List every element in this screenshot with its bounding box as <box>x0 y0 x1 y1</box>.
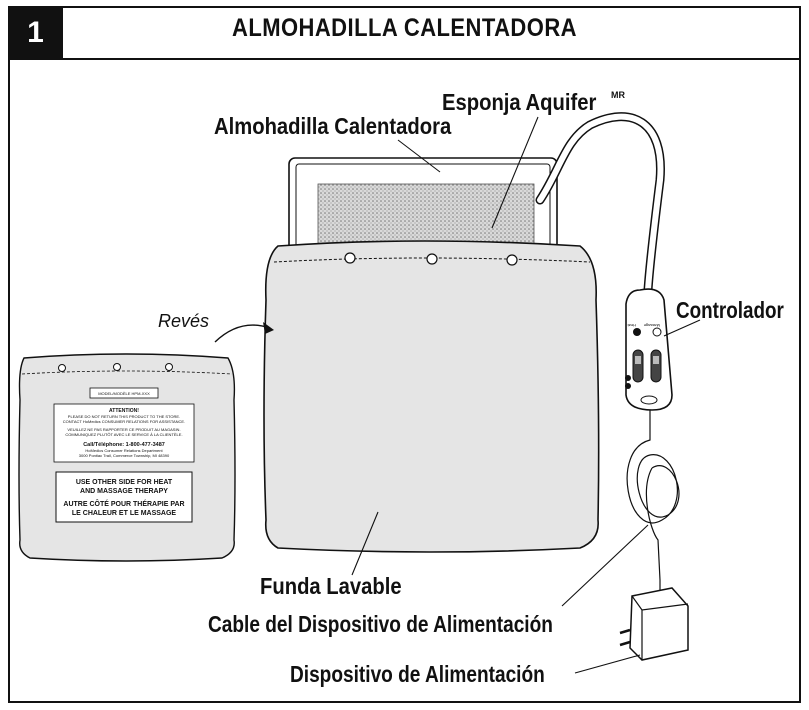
address-line: 3000 Pontiac Trail, Commerce Township, M… <box>79 453 170 458</box>
power-unit-label: Dispositivo de Alimentación <box>290 662 545 687</box>
heat-indicator <box>633 328 641 336</box>
instruction-line: AUTRE CÔTÉ POUR THÉRAPIE PAR <box>63 499 184 508</box>
cover-label: Funda Lavable <box>260 573 402 600</box>
heat-slider <box>632 349 644 383</box>
coiled-power-cable <box>626 410 680 600</box>
snap-button <box>506 254 518 266</box>
figure-frame <box>8 6 801 703</box>
figure-number-badge: 1 <box>8 6 63 59</box>
controller-clip <box>640 395 658 405</box>
massage-indicator <box>652 327 662 337</box>
controller-device: Heat Massage <box>625 288 673 411</box>
instruction-line: USE OTHER SIDE FOR HEAT <box>76 479 173 486</box>
instruction-line: VEUILLEZ NE PAS RAPPORTER CE PRODUIT AU … <box>67 427 180 432</box>
flip-arrow <box>214 324 271 343</box>
instruction-line: PLEASE DO NOT RETURN THIS PRODUCT TO THE… <box>68 414 180 419</box>
snap-button <box>344 252 356 264</box>
cover-back-view: MODEL/MODÈLE HPM-XXX ATTENTION! PLEASE D… <box>18 353 236 562</box>
title-rule <box>8 58 801 60</box>
controller-label: Controlador <box>676 298 784 323</box>
instruction-line: COMMUNIQUEZ PLUTÔT AVEC LE SERVICE À LA … <box>65 432 182 437</box>
heating-pad-label: Almohadilla Calentadora <box>214 113 452 140</box>
controller-heat-text: Heat <box>627 323 636 328</box>
instruction-line: LE CHALEUR ET LE MASSAGE <box>72 510 177 517</box>
controller-massage-text: Massage <box>643 323 660 328</box>
snap-button <box>426 253 438 265</box>
power-cord-label: Cable del Dispositivo de Alimentación <box>208 612 553 637</box>
back-label: Revés <box>158 311 209 331</box>
sponge-label: Esponja Aquifer <box>442 89 597 116</box>
model-label: MODEL/MODÈLE HPM-XXX <box>98 391 150 396</box>
massage-slider <box>650 349 662 383</box>
instruction-line: AND MASSAGE THERAPY <box>80 488 168 495</box>
figure-title: ALMOHADILLA CALENTADORA <box>232 14 577 42</box>
phone-line: Call/Téléphone: 1-800-477-3487 <box>83 442 165 448</box>
address-line: HoMedics Consumer Relations Department <box>85 448 163 453</box>
sponge-trademark: MR <box>611 90 625 100</box>
leader-lines <box>351 116 701 674</box>
instruction-line: CONTACT HoMedics CONSUMER RELATIONS FOR … <box>63 419 185 424</box>
power-adapter <box>619 587 689 661</box>
attention-label: ATTENTION! <box>109 408 139 414</box>
washable-cover <box>263 240 600 553</box>
